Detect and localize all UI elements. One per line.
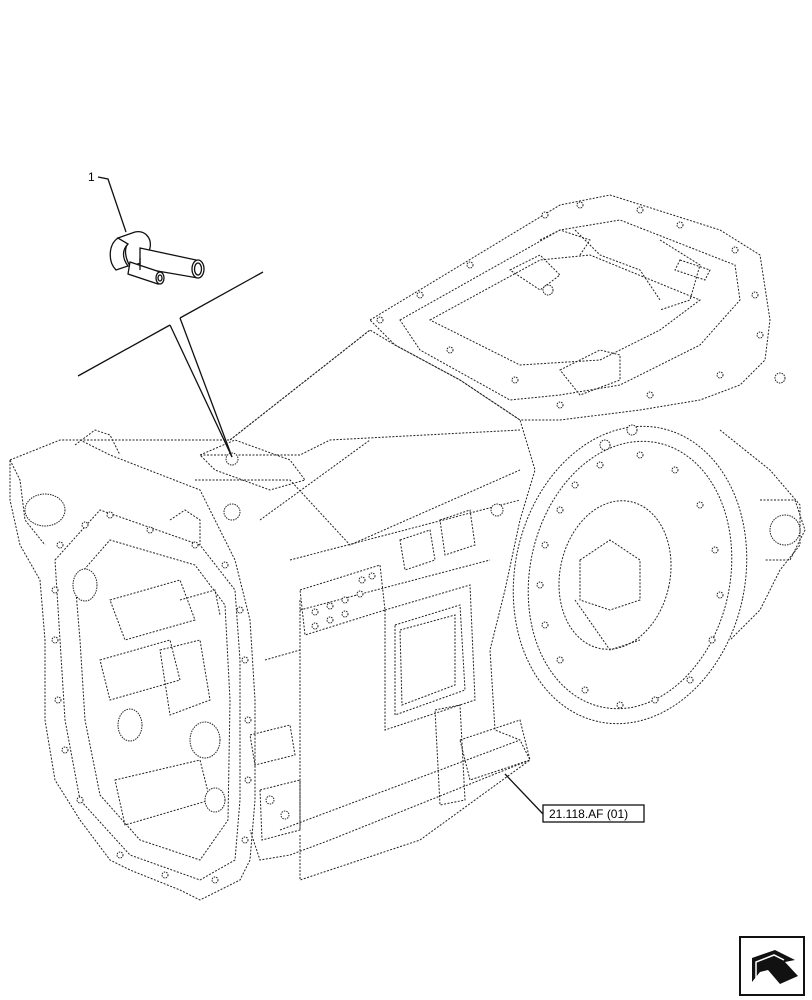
elbow-fitting-part <box>109 231 205 285</box>
leader-lines <box>77 271 264 458</box>
reference-callout[interactable]: 21.118.AF (01) <box>504 773 645 823</box>
next-page-arrow-icon[interactable] <box>739 936 805 996</box>
part-number-label: 1 <box>88 170 95 184</box>
part-callout: 1 <box>88 170 127 233</box>
transmission-housing <box>9 194 806 901</box>
reference-label: 21.118.AF (01) <box>549 807 628 821</box>
